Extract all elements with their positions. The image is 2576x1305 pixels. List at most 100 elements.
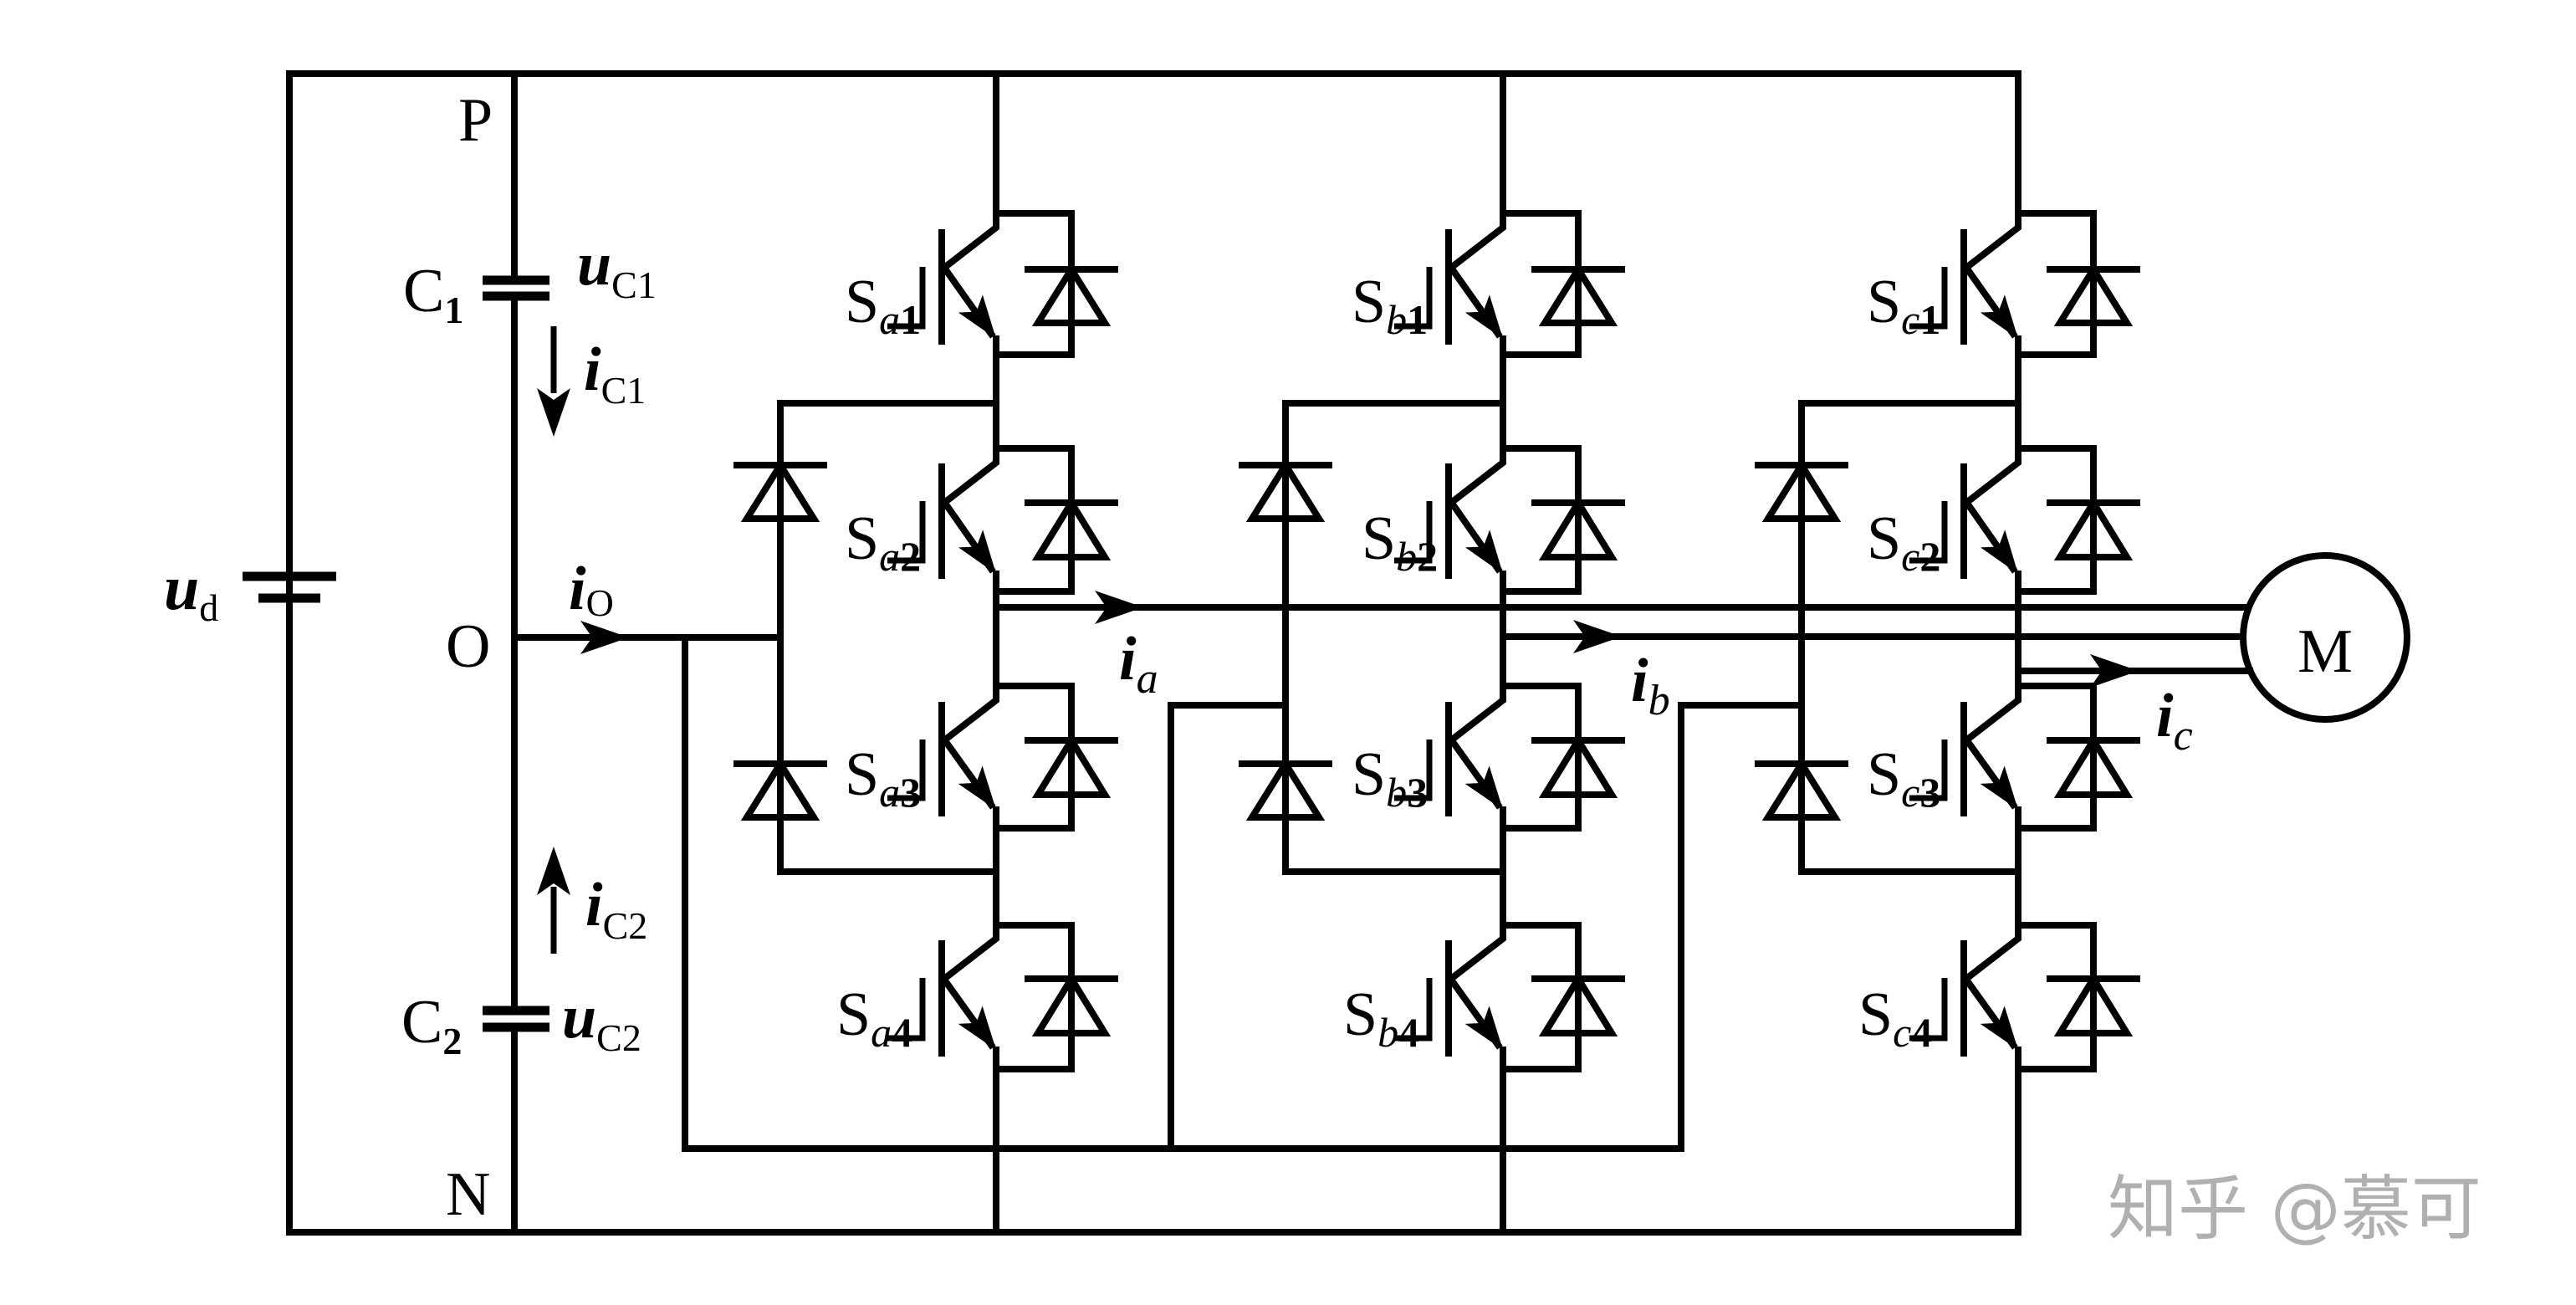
igbt-emitter-arrow-icon [958,530,996,574]
switch-label-letter: S [1362,504,1396,573]
igbt-gate-terminal [1394,267,1433,330]
freewheel-diode-icon [1531,734,1625,798]
watermark: 知乎 @慕可 [2108,1168,2481,1250]
switch-label-s-c2: Sc2 [1867,504,1940,580]
freewheel-diode-icon [1025,263,1118,326]
node-label-o: O [446,612,490,681]
switch-label-s-c4: Sc4 [1858,980,1932,1056]
freewheel-diode-icon [1531,496,1625,560]
switch-label-index: 1 [1919,296,1940,343]
freewheel-diode-icon [2047,734,2140,798]
switch-label-phase: c [1901,769,1919,816]
igbt-gate-terminal [1909,267,1948,330]
switch-label-s-a1: Sa1 [845,268,921,343]
switch-label-letter: S [845,504,879,573]
switch-label-s-b3: Sb3 [1352,740,1428,816]
igbt-s-a2 [887,445,1075,595]
switch-label-index: 3 [1407,769,1428,816]
switch-label-letter: S [845,740,879,809]
igbt-collector [1961,210,2021,273]
switch-label-letter: S [1858,980,1893,1049]
igbt-emitter-arrow-icon [958,1006,996,1050]
igbt-gate-terminal [1394,740,1433,801]
switch-label-phase: a [871,1009,892,1056]
motor-icon [2240,552,2410,723]
phase-c-current-arrow-icon [2090,654,2139,688]
neutral-current-arrow-icon [580,621,629,654]
igbt-s-c3 [1909,683,2097,832]
clamp-a-wire [777,400,999,875]
switch-label-letter: S [1867,504,1901,573]
igbt-emitter-arrow-icon [1980,530,2018,574]
phase-a-current-label: ia [1119,625,1158,703]
switch-label-letter: S [1867,740,1901,809]
switch-label-s-b4: Sb4 [1343,980,1419,1056]
neutral-current-label: iO [569,555,614,624]
node-label-n: N [446,1160,490,1229]
freewheel-diode-icon [2047,972,2140,1036]
capacitor-c2-voltage-label: uC2 [562,983,641,1059]
switch-label-letter: S [1352,268,1386,336]
switch-label-index: 4 [1398,1009,1419,1056]
igbt-collector [1961,683,2021,745]
clamp-diode-b-upper-icon [1239,458,1332,522]
motor-label: M [2297,617,2353,686]
freewheel-diode-icon [1025,496,1118,560]
igbt-gate-terminal [887,978,926,1041]
igbt-emitter-arrow-icon [1464,1006,1503,1050]
igbt-gate-terminal [887,740,926,801]
switch-label-index: 4 [892,1009,912,1056]
switch-label-index: 2 [900,533,921,580]
igbt-gate-terminal [887,501,926,564]
igbt-s-a3 [887,683,1075,832]
igbt-gate-terminal [887,267,926,330]
labels: P O N ud C1 uC1 iC1 C2 uC2 iC2 iO ia [164,86,2481,1250]
igbt-s-c4 [1909,922,2097,1072]
switch-label-phase: c [1893,1009,1911,1056]
switch-label-index: 2 [1417,533,1438,580]
igbt-s-b4 [1394,922,1582,1072]
phase-b-current-arrow-icon [1573,620,1622,653]
clamp-diode-b-lower-icon [1239,757,1332,821]
switch-label-phase: a [879,296,900,343]
clamp-b-wire [1282,400,1506,875]
capacitor-c1-voltage-label: uC1 [577,230,657,306]
c1-current-arrow-icon [537,388,570,437]
igbt-gate-terminal [1909,978,1948,1041]
igbt-s-c2 [1909,445,2097,595]
freewheel-diode-icon [1531,972,1625,1036]
switch-label-index: 1 [900,296,921,343]
igbt-collector [939,922,999,984]
switch-label-s-a2: Sa2 [845,504,921,580]
phase-a-current-arrow-icon [1095,591,1143,624]
switch-label-letter: S [1352,740,1386,809]
phase-b-current-label: ib [1631,647,1670,724]
freewheel-diode-icon [1025,734,1118,798]
switch-label-s-c1: Sc1 [1867,268,1940,343]
switch-label-phase: b [1386,296,1407,343]
switch-label-phase: c [1901,533,1919,580]
igbt-collector [1446,683,1506,745]
igbt-gate-terminal [1909,501,1948,564]
igbt-gate-terminal [1909,740,1948,801]
igbt-collector [1961,445,2021,508]
igbt-gate-terminal [1394,501,1433,564]
switch-label-phase: b [1396,533,1417,580]
igbt-collector [1446,922,1506,984]
igbt-collector [1961,922,2021,984]
phase-c-current-label: ic [2156,682,2193,760]
freewheel-diode-icon [1025,972,1118,1036]
clamp-diode-c-lower-icon [1755,757,1848,821]
switch-label-phase: b [1377,1009,1398,1056]
switch-label-s-a4: Sa4 [836,980,912,1056]
capacitor-c1-label: C1 [403,257,463,331]
wiring [286,70,2253,1236]
igbt-gate-terminal [1394,978,1433,1041]
switch-label-index: 1 [1407,296,1428,343]
igbt-s-a4 [887,922,1075,1072]
switch-label-phase: b [1386,769,1407,816]
switch-label-s-b1: Sb1 [1352,268,1428,343]
switch-label-s-b2: Sb2 [1362,504,1438,580]
freewheel-diode-icon [2047,263,2140,326]
switch-label-letter: S [836,980,871,1049]
